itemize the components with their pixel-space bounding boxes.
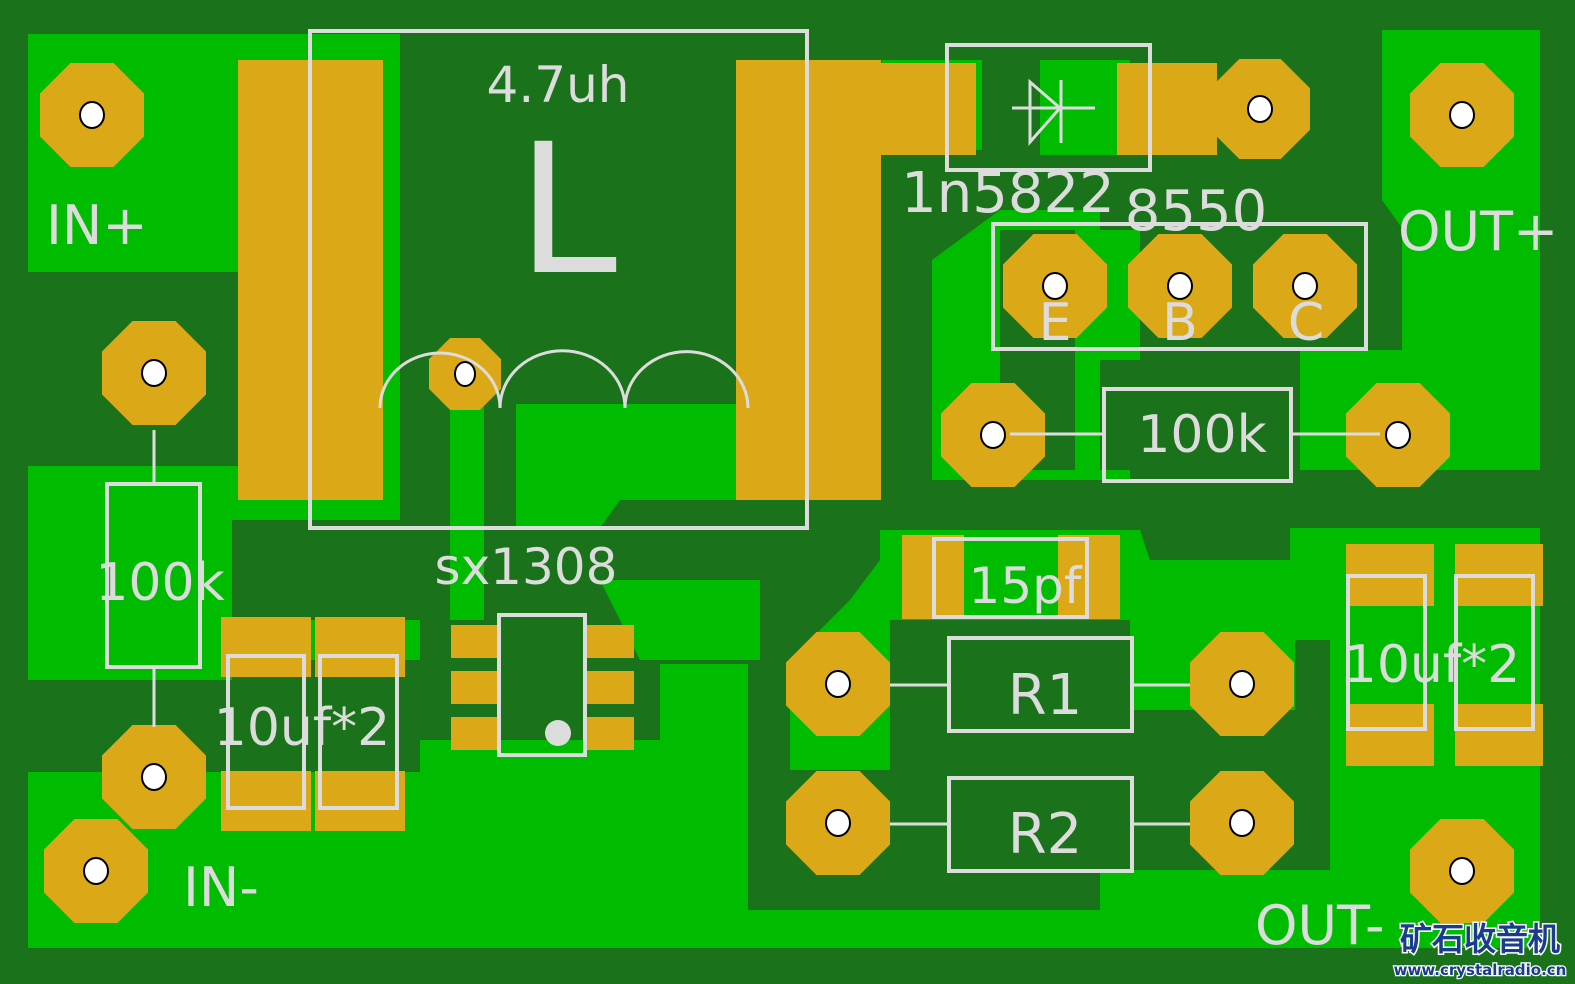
label-res-left: 100k [95,553,224,613]
label-in-minus: IN- [183,856,259,919]
label-cap-15pf: 15pf [969,557,1083,615]
through-hole-pads [40,59,1514,923]
label-ic: sx1308 [435,538,618,596]
silkscreen-labels: IN+ IN- OUT+ OUT- 4.7uh L 1n5822 8550 E … [46,56,1558,957]
label-transistor: 8550 [1125,179,1268,244]
ic-outline [497,613,587,757]
drill-hole-icon [83,857,109,885]
ic-pad-2 [451,671,501,704]
trace-inductor-via [450,384,484,620]
drill-hole-icon [1449,101,1475,129]
label-cap-in: 10uf*2 [214,698,391,758]
drill-hole-icon [141,359,167,387]
drill-hole-icon [1385,421,1411,449]
label-r1: R1 [1008,663,1083,728]
copper-gnd [28,740,1540,948]
ic-pad-5 [584,671,634,704]
cin2-pad-bot [315,771,405,831]
ic-pad-3 [451,717,501,750]
ic-pin1-marker [545,720,571,746]
drill-hole-icon [1229,809,1255,837]
cin1-pad-bot [221,771,311,831]
drill-hole-icon [1167,272,1193,300]
label-r2: R2 [1008,802,1083,867]
drill-hole-icon [79,101,105,129]
drill-hole-icon [980,421,1006,449]
drill-hole-icon [1292,272,1318,300]
cin1-pad-top [221,617,311,677]
copper-r-left [660,664,748,910]
drill-hole-icon [825,809,851,837]
transistor-outline [991,222,1368,351]
drill-hole-icon [1449,857,1475,885]
label-pin-b: B [1162,293,1198,353]
drill-hole-icon [1247,95,1273,123]
diode-symbol-icon [1012,78,1095,146]
label-pin-c: C [1288,293,1324,353]
label-pin-e: E [1039,293,1072,353]
ic-pad-1 [451,625,501,658]
watermark-title: 矿石收音机 [1400,920,1560,958]
label-inductor-ref: L [517,106,617,315]
watermark: 矿石收音机 www.crystalradio.cn [1392,919,1567,981]
ic-pad-4 [584,717,634,750]
label-inductor-value: 4.7uh [487,56,630,114]
copper-left-mid [28,466,400,680]
silkscreen [105,29,1535,873]
drill-hole-icon [1042,272,1068,300]
cin1-outline [226,654,306,810]
cout2-outline [1454,574,1535,731]
label-out-minus: OUT- [1255,894,1385,957]
label-in-plus: IN+ [46,194,148,257]
ic-pad-6 [584,625,634,658]
c15pf-outline [932,537,1089,619]
label-cap-out: 10uf*2 [1344,635,1521,695]
label-res-top: 100k [1137,405,1266,465]
label-diode: 1n5822 [901,161,1115,226]
inductor-outline [308,29,809,530]
cin2-pad-top [315,617,405,677]
copper-ic-right [600,580,760,660]
diode-outline [945,43,1152,172]
diode-pad-anode [881,63,976,155]
inductor-coil-symbol [378,349,750,409]
diode-pad-cathode [1117,63,1217,155]
cout2-pad-bot [1455,704,1543,766]
drill-hole-icon [454,361,476,387]
drill-hole-icon [825,670,851,698]
cin2-outline [318,654,399,810]
cout1-outline [1346,574,1427,731]
drill-hole-icon [1229,670,1255,698]
drill-hole-icon [141,763,167,791]
cout1-pad-bot [1346,704,1434,766]
copper-inductor-inner [516,404,736,528]
watermark-url: www.crystalradio.cn [1394,961,1567,979]
label-out-plus: OUT+ [1398,200,1558,263]
